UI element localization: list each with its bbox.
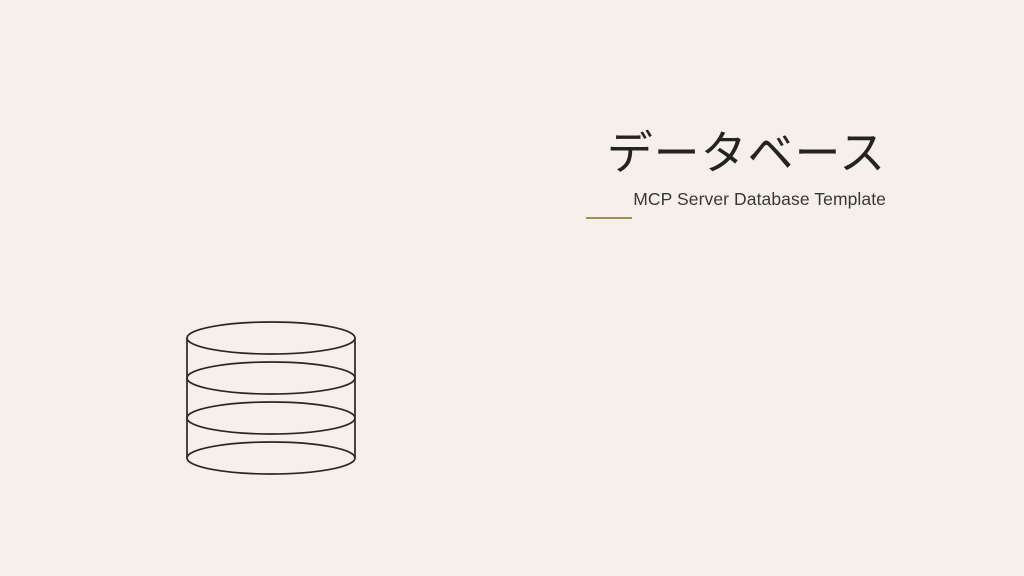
cylinder-disc-2 <box>186 361 356 395</box>
cylinder-disc-4 <box>186 441 356 475</box>
title-block: データベース MCP Server Database Template <box>440 126 886 227</box>
page-title: データベース <box>606 126 886 180</box>
page-subtitle: MCP Server Database Template <box>633 188 886 209</box>
accent-rule-container <box>440 217 886 227</box>
cylinder-disc-1 <box>186 321 356 355</box>
accent-rule <box>586 217 632 220</box>
database-cylinder-icon <box>178 312 368 488</box>
cylinder-disc-3 <box>186 401 356 435</box>
